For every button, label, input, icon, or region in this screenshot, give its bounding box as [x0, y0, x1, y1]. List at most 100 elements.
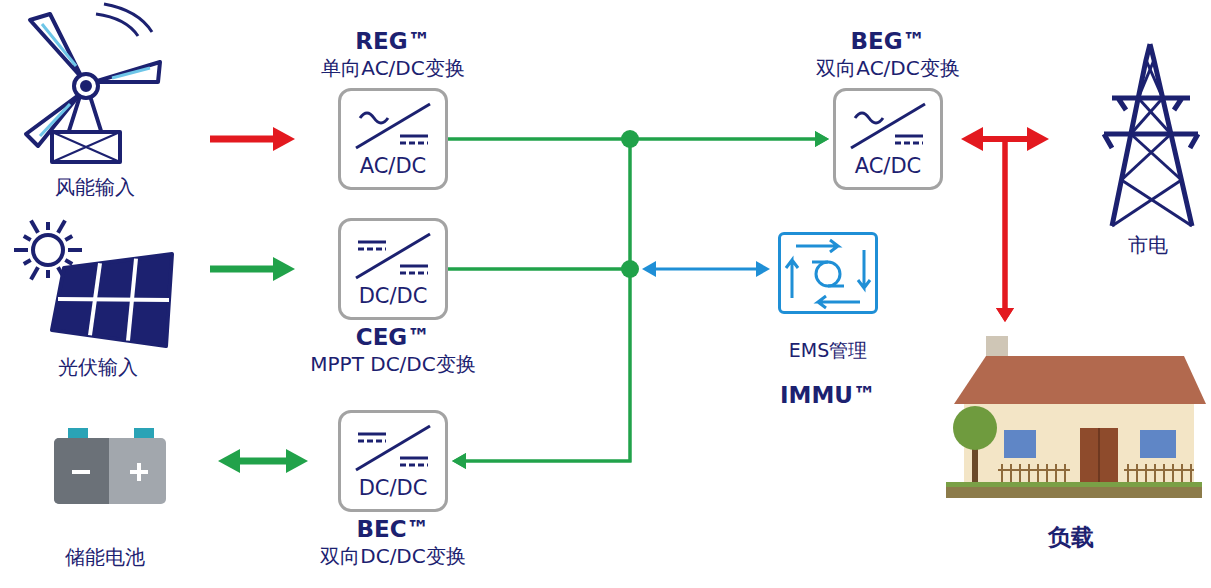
- product-name: BEG™: [816, 27, 959, 56]
- ems-icon: [816, 262, 840, 286]
- house-icon: [1127, 464, 1129, 482]
- text-group: REG™单向AC/DC变换: [321, 27, 464, 81]
- wind-turbine-icon: [52, 132, 120, 162]
- converter-symbol: [851, 104, 925, 148]
- house-icon: [946, 482, 1202, 487]
- wind-turbine-icon: [26, 94, 80, 146]
- house-icon: [1028, 464, 1030, 482]
- converter-symbol: [356, 234, 430, 278]
- solar-panel-icon: [46, 222, 50, 230]
- connector: [448, 139, 820, 269]
- house-icon: [1136, 464, 1138, 482]
- node-label: 市电: [1128, 233, 1168, 258]
- converter-type: AC/DC: [360, 153, 427, 179]
- ems-box: EMS管理IMMU™: [778, 232, 878, 314]
- house-icon: [1154, 464, 1156, 482]
- wind-turbine-icon: [94, 62, 160, 82]
- text-group: DC/DC: [359, 283, 428, 309]
- text-group: CEG™MPPT DC/DC变换: [310, 323, 475, 377]
- text-group: AC/DC: [360, 153, 427, 179]
- storage-icon: 储能电池: [40, 420, 170, 570]
- product-name: BEC™: [320, 515, 465, 544]
- text-group: BEC™双向DC/DC变换: [320, 515, 465, 569]
- pylon-icon: [1138, 98, 1171, 134]
- house-icon: [1001, 464, 1003, 482]
- ems-icon: [786, 260, 798, 298]
- pylon-icon: [1104, 44, 1198, 226]
- wind-turbine-icon: [30, 14, 82, 78]
- node-label: 负载: [1048, 523, 1094, 552]
- node-label: MPPT DC/DC变换: [310, 352, 475, 377]
- wind-turbine-icon: [42, 24, 76, 66]
- pylon-icon: [1146, 60, 1163, 98]
- converter-type: DC/DC: [359, 283, 428, 309]
- solar-panel-icon: [58, 221, 65, 233]
- pylon-icon: [1104, 134, 1198, 148]
- solar-panel-icon: [52, 254, 172, 346]
- converter-symbol: [356, 104, 925, 470]
- pylon-icon: [1138, 60, 1154, 98]
- converter-type: AC/DC: [855, 153, 922, 179]
- wind-turbine-icon: [104, 4, 152, 32]
- node-label: 单向AC/DC变换: [321, 56, 464, 81]
- battery-icon: [54, 428, 166, 504]
- source-icon: 风能输入: [20, 0, 170, 200]
- pylon-icon: [1104, 98, 1198, 134]
- house-icon: [1181, 464, 1183, 482]
- wind-turbine-icon: [26, 4, 160, 162]
- connector: [448, 139, 630, 461]
- connector: [210, 136, 281, 143]
- house-icon: [1080, 428, 1118, 484]
- text-group: 市电: [1128, 233, 1168, 258]
- house-icon: [1145, 464, 1147, 482]
- pylon-icon: [1112, 180, 1181, 226]
- wind-turbine-icon: [82, 82, 90, 90]
- text-group: DC/DC: [359, 475, 428, 501]
- load-icon: 负载: [940, 330, 1202, 552]
- converter-box: BEG™双向AC/DC变换AC/DC: [833, 88, 943, 190]
- node-label: 双向DC/DC变换: [320, 544, 465, 569]
- house-icon: [1037, 464, 1039, 482]
- node-label: 双向AC/DC变换: [816, 56, 959, 81]
- product-name: REG™: [321, 27, 464, 56]
- connector: [1003, 139, 1008, 313]
- house-icon: [1190, 464, 1192, 482]
- house-icon: [1055, 464, 1057, 482]
- solar-panel-icon: [68, 248, 82, 252]
- solar-panel-icon: [33, 235, 63, 265]
- pylon-icon: [1112, 60, 1192, 226]
- wind-turbine-icon: [74, 74, 98, 98]
- wind-turbine-icon: [40, 104, 70, 136]
- converter-box: DC/DCBEC™双向DC/DC变换: [338, 410, 448, 512]
- connector: [651, 268, 761, 271]
- converter-box: REG™单向AC/DC变换AC/DC: [338, 88, 448, 190]
- converter-symbol: [356, 426, 430, 470]
- house-icon: [964, 398, 1194, 484]
- converter-box: DC/DCCEG™MPPT DC/DC变换: [338, 218, 448, 320]
- solar-panel-icon: [65, 260, 72, 264]
- node-label: EMS管理: [780, 339, 876, 363]
- node-label: 风能输入: [55, 175, 135, 200]
- pylon-icon: [1121, 134, 1171, 180]
- solar-panel-icon: [14, 248, 28, 252]
- text-group: BEG™双向AC/DC变换: [816, 27, 959, 81]
- solar-panel-icon: [58, 259, 169, 341]
- connector: [1003, 139, 1008, 313]
- house-icon: [946, 336, 1206, 498]
- house-icon: [1140, 430, 1176, 458]
- house-icon: [1124, 469, 1194, 471]
- house-icon: [1010, 464, 1012, 482]
- node-label: IMMU™: [780, 381, 876, 410]
- house-icon: [998, 464, 1194, 482]
- solar-panel-icon: [31, 221, 38, 233]
- solar-panel-icon: [14, 221, 172, 346]
- house-icon: [954, 356, 1206, 404]
- house-icon: [946, 482, 1202, 498]
- wind-turbine-icon: [112, 68, 150, 78]
- source-icon: 光伏输入: [15, 215, 180, 380]
- ems-icon: [818, 296, 860, 308]
- text-group: 光伏输入: [58, 355, 138, 380]
